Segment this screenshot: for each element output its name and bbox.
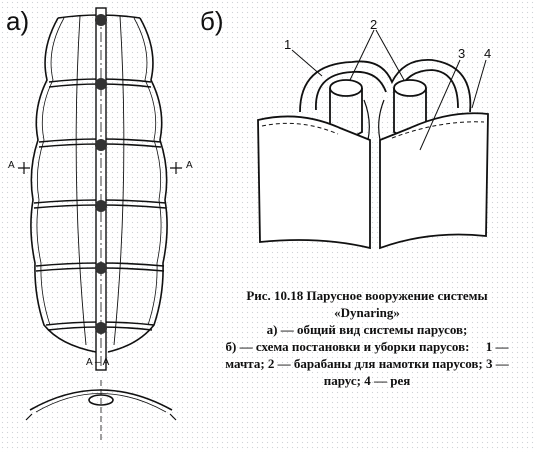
part-number-2: 2 bbox=[370, 17, 378, 32]
part-number-4: 4 bbox=[484, 46, 492, 61]
leader-2a bbox=[349, 29, 375, 81]
furling-scheme bbox=[257, 29, 489, 250]
sail-left-edge-inner bbox=[36, 17, 65, 326]
section-title: A – A bbox=[86, 357, 110, 368]
panel-a-label: а) bbox=[6, 6, 30, 36]
caption-line-3: а) — общий вид системы парусов; bbox=[266, 322, 468, 337]
part-number-3: 3 bbox=[458, 46, 466, 61]
sail-left bbox=[257, 115, 371, 250]
section-marker-right: A bbox=[186, 160, 193, 171]
caption-line-2: «Dynaring» bbox=[334, 305, 400, 320]
sail-right-edge bbox=[107, 17, 168, 353]
section-cut-right bbox=[170, 162, 182, 174]
panel-b-label: б) bbox=[200, 6, 224, 36]
leader-2b bbox=[375, 29, 405, 81]
sail-right bbox=[379, 112, 489, 250]
sail-seam-left bbox=[75, 15, 87, 346]
yard-outer bbox=[299, 59, 472, 113]
sail-seam-right bbox=[113, 15, 125, 346]
section-cut-left bbox=[18, 162, 30, 174]
sail-left-edge bbox=[30, 17, 97, 353]
mast-fittings bbox=[95, 14, 107, 334]
part-number-1: 1 bbox=[284, 37, 292, 52]
leader-3 bbox=[419, 59, 461, 151]
section-profile bbox=[29, 389, 173, 411]
leader-4 bbox=[471, 59, 487, 109]
section-marker-left: A bbox=[8, 160, 15, 171]
sail-rig-general-view bbox=[18, 7, 182, 440]
caption-line-6: парус; 4 — рея bbox=[323, 373, 411, 388]
figure-caption: Рис. 10.18 Парусное вооружение системы «… bbox=[206, 287, 528, 389]
sail-right-edge-inner bbox=[133, 17, 162, 326]
caption-line-5: мачта; 2 — барабаны для намотки парусов;… bbox=[225, 356, 509, 371]
caption-line-4: б) — схема постановки и уборки парусов: … bbox=[225, 339, 509, 354]
leader-1 bbox=[291, 49, 323, 77]
caption-line-1: Рис. 10.18 Парусное вооружение системы bbox=[246, 288, 488, 303]
